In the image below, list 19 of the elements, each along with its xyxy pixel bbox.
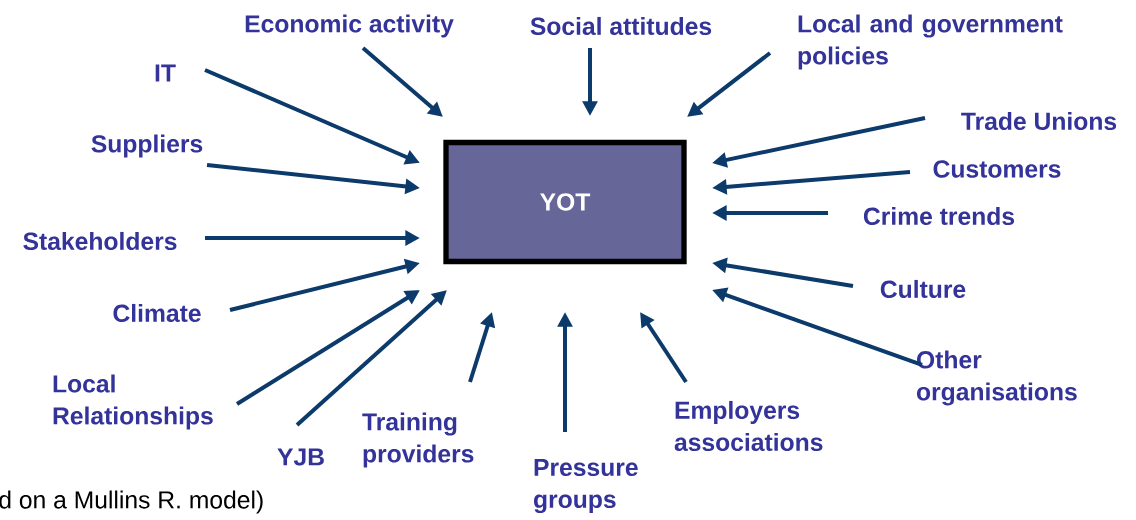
factor-label: Climate: [113, 303, 201, 323]
factor-label: Pressure groups: [534, 458, 638, 514]
factor-label: Stakeholders: [23, 231, 177, 251]
factor-label: Other organisations: [916, 350, 1077, 406]
factor-label: Culture: [880, 279, 966, 299]
source-note: d on a Mullins R. model): [0, 490, 263, 514]
yot-box: YOT: [443, 139, 687, 265]
factor-label: Local and government policies: [798, 14, 1063, 70]
factor-label: Crime trends: [863, 206, 1015, 226]
factor-label: Employers associations: [674, 400, 823, 452]
factor-label: YJB: [277, 448, 324, 466]
factor-label: Customers: [933, 160, 1061, 178]
factor-label: IT: [155, 64, 176, 82]
factor-label: Economic activity: [245, 14, 454, 38]
factor-label: Social attitudes: [530, 16, 712, 36]
factor-label: Suppliers: [91, 134, 203, 158]
factor-label: Training providers: [362, 412, 474, 468]
factor-label: Local Relationships: [53, 374, 213, 430]
factor-label: Trade Unions: [961, 111, 1117, 131]
